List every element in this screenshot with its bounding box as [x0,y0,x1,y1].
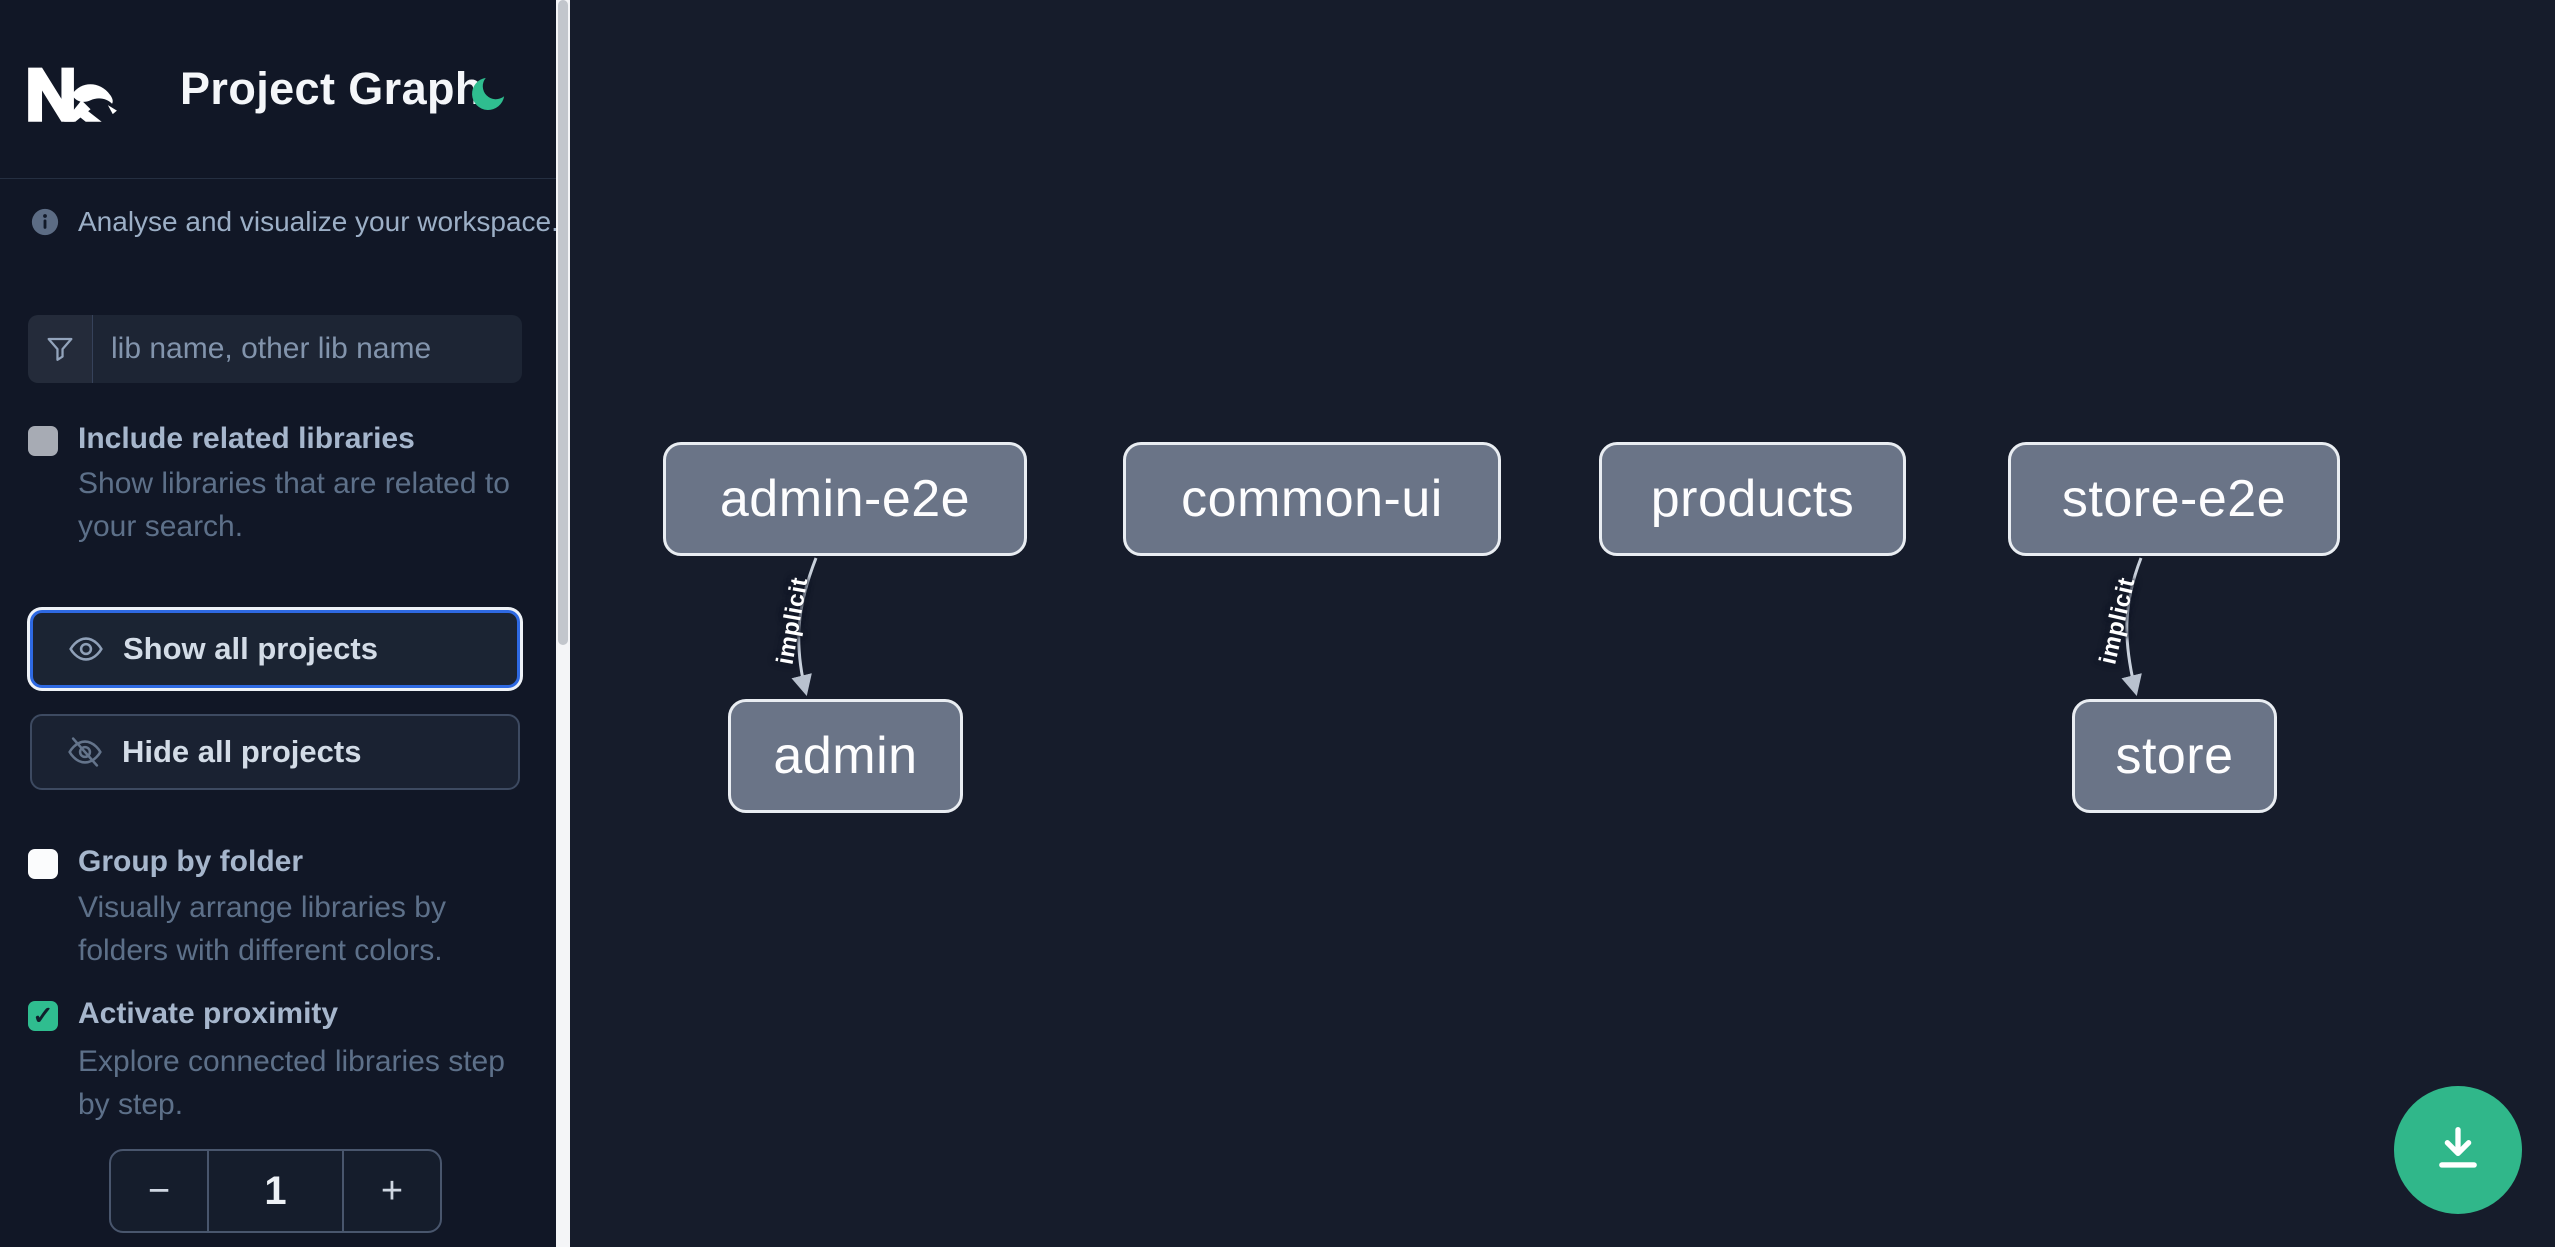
stepper-decrement-button[interactable]: − [147,1169,171,1212]
group-by-folder-desc: Visually arrange libraries by folders wi… [78,891,446,967]
workspace-info: Analyse and visualize your workspace. [30,206,559,238]
info-icon [30,207,60,237]
show-all-projects-label: Show all projects [123,631,378,666]
hide-all-projects-label: Hide all projects [122,734,362,769]
graph-node-store-e2e[interactable]: store-e2e [2008,442,2340,556]
graph-node-admin[interactable]: admin [728,699,963,813]
graph-canvas[interactable] [570,0,2555,1247]
graph-node-products[interactable]: products [1599,442,1906,556]
stepper-increment-button[interactable]: + [380,1169,404,1212]
eye-off-icon [66,733,104,771]
graph-node-store[interactable]: store [2072,699,2277,813]
check-icon: ✓ [32,1001,54,1030]
info-text: Analyse and visualize your workspace. [78,206,559,237]
sidebar-scrollbar-thumb[interactable] [558,0,568,645]
include-related-desc: Show libraries that are related to your … [78,467,510,543]
show-all-projects-button[interactable]: Show all projects [30,610,520,688]
checkbox-include-related[interactable] [28,426,58,456]
checkbox-activate-proximity[interactable]: ✓ [28,1001,58,1031]
download-icon [2429,1120,2487,1181]
activate-proximity-desc: Explore connected libraries step by step… [78,1045,505,1121]
filter-box [28,315,522,383]
sidebar: Project Graph Analyse and visualize your… [0,0,559,1247]
hide-all-projects-button[interactable]: Hide all projects [30,714,520,790]
nx-logo [24,56,128,132]
sidebar-scrollbar-track [556,0,570,1247]
sidebar-header: Project Graph [0,0,556,179]
page-title: Project Graph [180,63,483,114]
funnel-icon [28,315,93,383]
search-input[interactable] [93,315,522,383]
theme-toggle-moon-icon[interactable] [466,72,510,116]
graph-node-admin-e2e[interactable]: admin-e2e [663,442,1027,556]
proximity-stepper: − 1 + [109,1149,442,1233]
activate-proximity-label[interactable]: Activate proximity [78,997,339,1030]
checkbox-group-by-folder[interactable] [28,849,58,879]
stepper-value[interactable]: 1 [207,1151,344,1231]
graph-node-common-ui[interactable]: common-ui [1123,442,1501,556]
download-graph-button[interactable] [2394,1086,2522,1214]
include-related-label[interactable]: Include related libraries [78,422,415,455]
eye-icon [67,630,105,668]
group-by-folder-label[interactable]: Group by folder [78,845,303,878]
